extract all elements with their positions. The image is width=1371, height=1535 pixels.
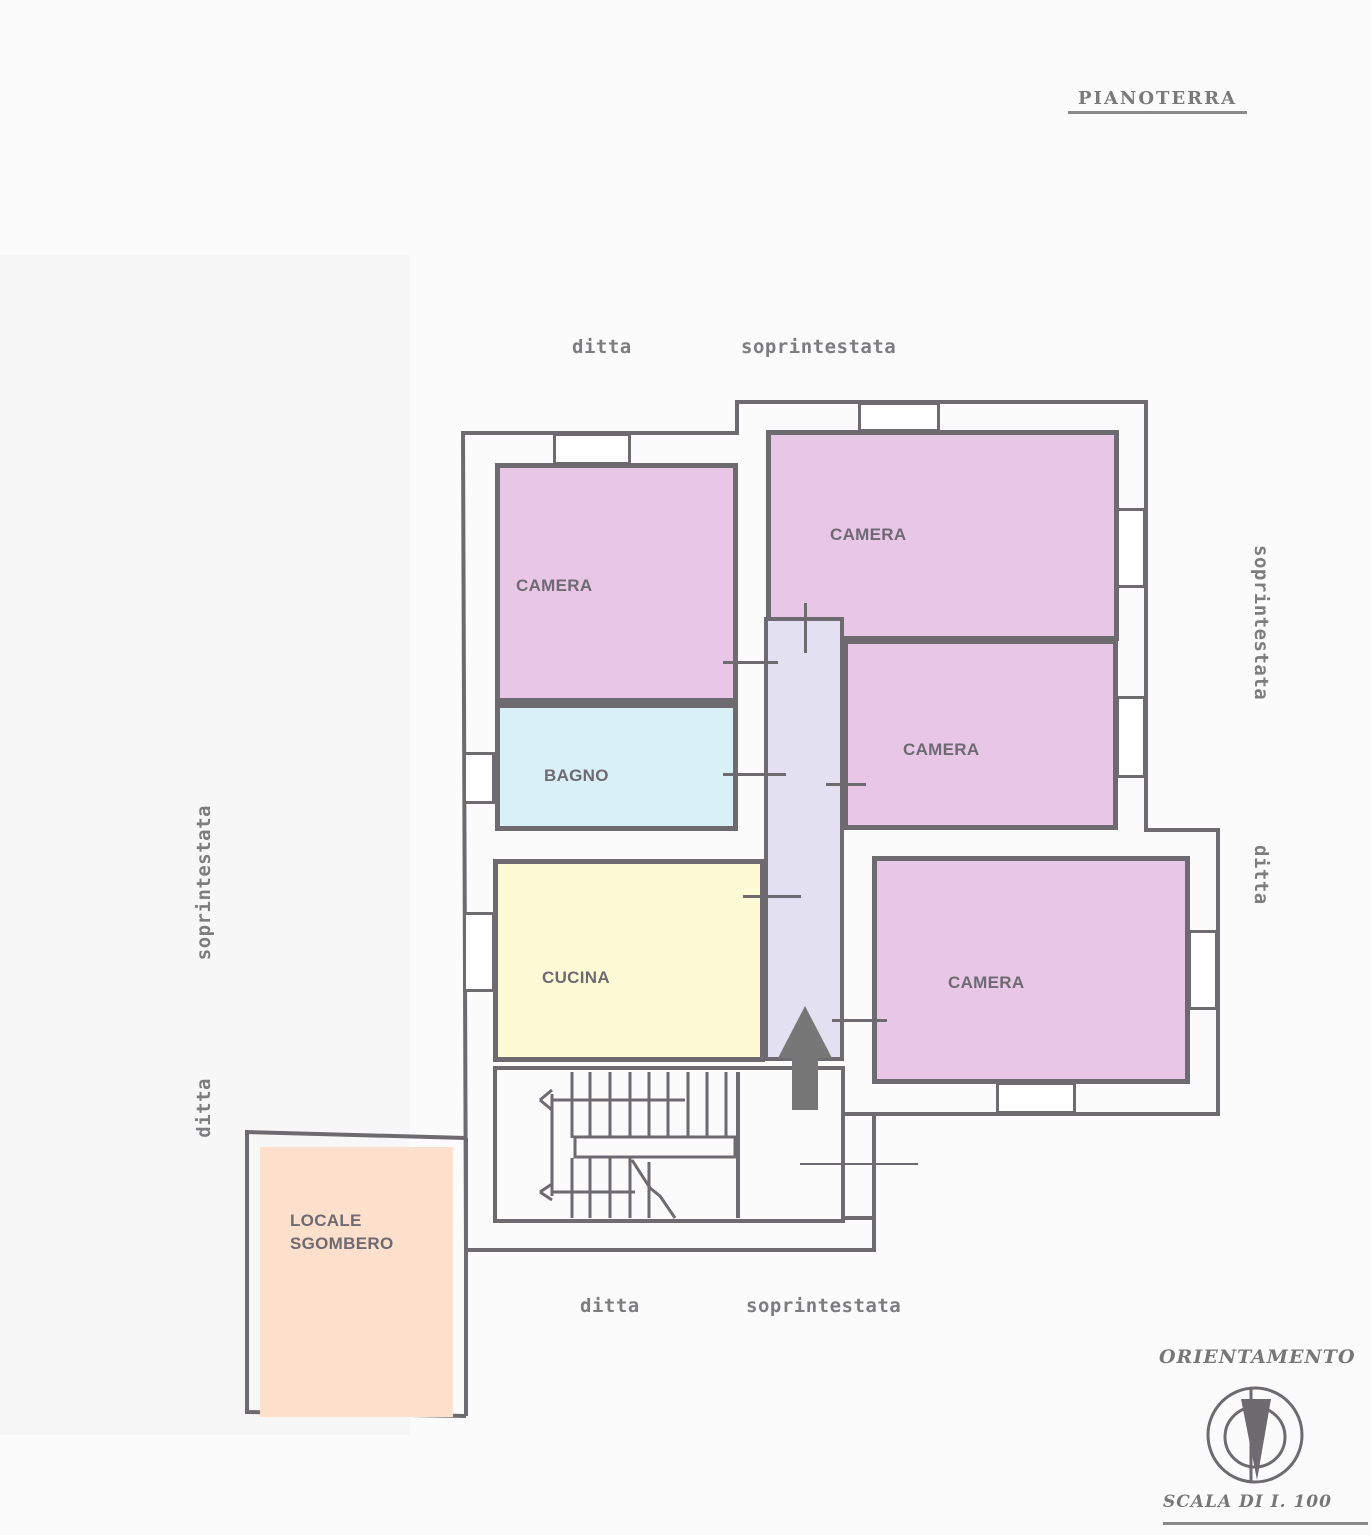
compass-icon [1206,1386,1304,1484]
room-bagno: BAGNO [495,703,738,831]
room-label: BAGNO [544,766,609,785]
window [463,752,495,804]
door-mark [826,783,866,786]
neighbor-top-soprintestata: soprintestata [741,336,897,358]
room-camera-nw: CAMERA [495,463,738,703]
neighbor-bottom-soprintestata: soprintestata [746,1295,902,1317]
window [1116,696,1146,778]
room-label: CUCINA [542,968,610,987]
room-label-line1: LOCALE [290,1211,362,1230]
room-label-line2: SGOMBERO [290,1234,394,1253]
entrance-arrow-icon [778,1006,832,1110]
scale-label: SCALA DI I. 100 [1163,1492,1332,1512]
room-label: CAMERA [903,740,980,759]
window [553,433,631,465]
door-mark [723,661,778,664]
door-mark [804,603,807,653]
neighbor-top-ditta: ditta [572,336,632,358]
floor-title: PIANOTERRA [1068,88,1248,114]
room-camera-ne: CAMERA [766,430,1119,641]
door-mark [832,1019,887,1022]
room-locale-sgombero: LOCALE SGOMBERO [260,1147,453,1417]
room-corridoio [764,617,844,1061]
room-label: CAMERA [516,576,593,595]
window [858,402,940,432]
window [996,1082,1076,1114]
neighbor-right-ditta: ditta [1250,845,1272,905]
neighbor-bottom-ditta: ditta [580,1295,640,1317]
room-camera-e: CAMERA [843,639,1118,830]
window [1188,930,1218,1010]
room-label: CAMERA [948,973,1025,992]
door-mark [723,773,786,776]
room-cucina: CUCINA [493,859,765,1062]
orientation-label: ORIENTAMENTO [1159,1346,1356,1368]
room-label: CAMERA [830,525,907,544]
window [1116,508,1146,588]
room-camera-se: CAMERA [872,856,1190,1084]
window [463,912,495,992]
neighbor-right-soprintestata: soprintestata [1250,545,1272,701]
door-mark [743,895,801,898]
scale-underline [1163,1522,1368,1525]
